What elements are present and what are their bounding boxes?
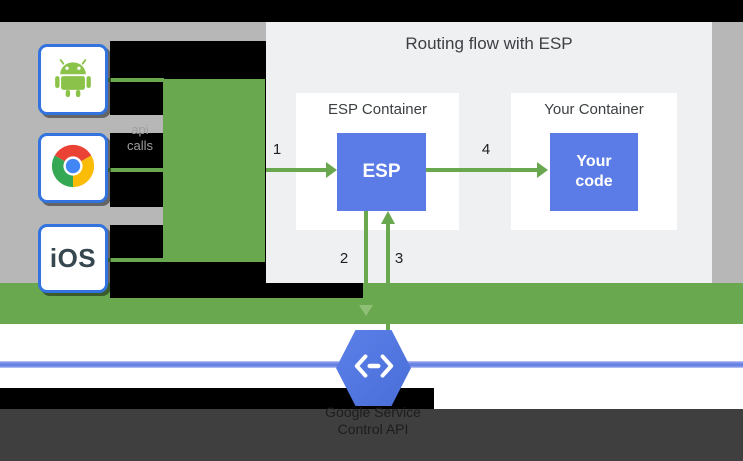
esp-container-label: ESP Container [328,101,427,118]
ios-label: iOS [49,243,97,273]
service-caption-line2: Control API [337,421,409,437]
right-gray-strip [712,22,743,283]
arrow-1-head [326,162,337,178]
step-3-label: 3 [394,250,404,267]
client-area-top-band [0,22,266,41]
bottom-dark-bar [0,409,743,461]
ios-connector-line [108,258,164,262]
esp-box: ESP [337,133,426,211]
your-code-box-label: Your code [575,153,613,190]
api-calls-label: api calls [126,122,153,153]
panel-title: Routing flow with ESP [405,34,573,53]
step-1-label: 1 [272,141,282,158]
chrome-connector-line [108,168,164,172]
arrow-2-line [364,211,368,306]
step-4-label: 4 [481,141,491,158]
service-caption-line1: Google Service [325,404,421,420]
esp-box-label: ESP [362,161,401,182]
lower-black-band [0,388,434,409]
your-code-box: Your code [550,133,638,211]
your-container-label: Your Container [544,101,644,118]
cloud-endpoints-icon [353,353,395,384]
arrow-1-line [266,168,327,172]
arrow-3-head [381,211,395,224]
green-network-block [163,79,265,262]
ios-device-box: iOS [38,224,108,293]
android-device-box [38,44,108,115]
arrow-4-line [426,168,538,172]
step-2-label: 2 [339,250,349,267]
chrome-icon [50,143,96,194]
client-area-band-2 [110,207,163,225]
android-connector-line [108,78,164,82]
android-icon [51,55,95,104]
service-caption: Google Service Control API [303,404,443,438]
client-area-band-1 [110,115,163,133]
arrow-3-line [386,224,390,330]
chrome-device-box [38,133,108,203]
arrow-2-head [359,305,373,316]
arrow-4-head [537,162,548,178]
bar-notch [110,283,363,298]
